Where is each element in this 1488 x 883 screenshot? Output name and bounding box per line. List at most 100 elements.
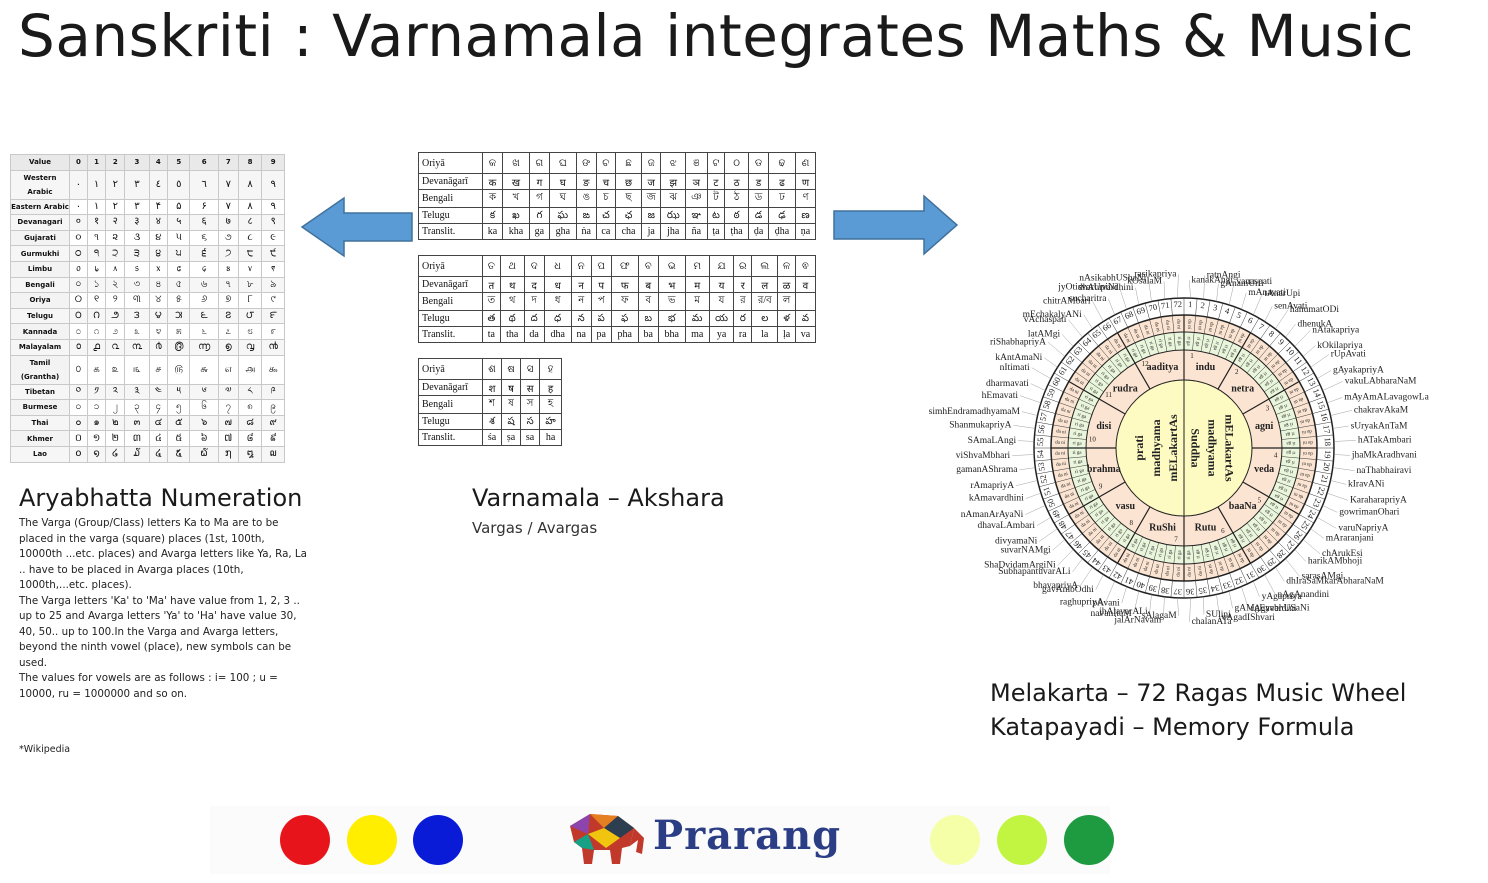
- swara-label: ri ga: [1084, 395, 1095, 404]
- raga-leader-line: [1021, 411, 1038, 416]
- numeral-glyph: ٠: [69, 169, 88, 200]
- script-letter: శ: [481, 413, 503, 430]
- raga-number: 8: [1267, 328, 1276, 339]
- swara-label: ri ga: [1268, 385, 1279, 394]
- script-letter: ଙ: [575, 152, 597, 174]
- raga-spoke: [1157, 300, 1168, 352]
- swara-label: da ni: [1154, 563, 1161, 574]
- script-letter: ଣ: [794, 152, 817, 174]
- script-row-label: Oriyā: [418, 358, 483, 380]
- swara-label: ri ga: [1204, 547, 1211, 558]
- script-letter: ḍa: [748, 223, 770, 240]
- swara-label: da ni: [1270, 526, 1281, 537]
- swara-label: da ni: [1113, 547, 1123, 559]
- script-letter: ঞ: [685, 189, 708, 208]
- raga-spoke: [1077, 341, 1115, 379]
- numeral-glyph: ໑: [86, 445, 107, 463]
- swara-label: da ni: [1302, 439, 1313, 444]
- raga-number: 2: [1200, 300, 1206, 310]
- script-letter: ত: [482, 292, 501, 311]
- script-letter: ఖ: [501, 207, 530, 224]
- raga-spoke: [1097, 528, 1128, 572]
- raga-name: kOkilapriya: [1317, 341, 1363, 351]
- raga-spoke: [1039, 473, 1090, 488]
- raga-name: gAyakapriyA: [1333, 366, 1384, 376]
- swara-label: ri ga: [1130, 348, 1139, 359]
- script-letter: ल: [751, 276, 779, 293]
- raga-leader-line: [1036, 517, 1052, 526]
- swara-label: ri ga: [1243, 358, 1253, 369]
- numeral-header-cell: 9: [261, 154, 285, 171]
- script-letter: भ: [657, 276, 686, 293]
- swara-label: ri ga: [1094, 379, 1105, 389]
- swara-label: ri ga: [1228, 348, 1237, 359]
- raga-name: hEmavati: [982, 391, 1019, 401]
- numeral-glyph: ௩: [124, 354, 150, 385]
- swara-label: ri ga: [1277, 484, 1288, 492]
- script-letter: ja: [641, 223, 662, 240]
- numeral-glyph: ២: [105, 430, 126, 447]
- script-letter: ట: [706, 207, 726, 224]
- aryabhatta-heading: Aryabhatta Numeration: [19, 484, 303, 512]
- raga-number: 58: [1041, 399, 1053, 410]
- suddha-madhyama-label: mELakartAs: [1222, 414, 1236, 482]
- numeral-glyph: ੧: [86, 245, 107, 262]
- raga-leader-line: [1019, 395, 1042, 404]
- swara-label: ri ga: [1107, 522, 1117, 533]
- script-letter: gha: [548, 223, 577, 240]
- raga-spoke: [1097, 324, 1128, 368]
- raga-name: vakuLAbharaNaM: [1345, 377, 1417, 387]
- raga-name: kOsalaM: [1127, 277, 1162, 287]
- numeral-glyph: ٤: [148, 169, 169, 200]
- script-letter: మ: [684, 310, 710, 327]
- raga-leader-line: [1095, 574, 1104, 590]
- numeral-glyph: ༣: [124, 383, 150, 401]
- number-ring: [1033, 297, 1335, 599]
- numeral-glyph: ٣: [124, 169, 150, 200]
- numeral-glyph: ०: [69, 214, 88, 231]
- numeral-glyph: ໕: [167, 445, 191, 463]
- script-letter: ଞ: [685, 152, 708, 174]
- raga-number: 1: [1188, 299, 1193, 309]
- numeral-glyph: ۶: [189, 198, 219, 216]
- swara-label: da ni: [1132, 328, 1141, 340]
- raga-name: kAntAmaNi: [995, 353, 1042, 363]
- swara-label: ri ga: [1168, 549, 1174, 559]
- numeral-glyph: ០: [69, 430, 88, 447]
- script-letter: డ: [748, 207, 770, 224]
- script-letter: র/ব: [751, 292, 779, 311]
- swara-label: ri ga: [1194, 337, 1200, 347]
- swara-label: da ni: [1187, 566, 1192, 577]
- numeral-glyph: ೩: [124, 323, 150, 340]
- script-letter: ষ: [501, 395, 522, 414]
- chakra-number: 2: [1235, 368, 1239, 376]
- swara-label: da ni: [1096, 534, 1107, 545]
- numeral-glyph: ૧: [86, 229, 107, 247]
- swara-label: ri ga: [1115, 528, 1125, 539]
- raga-spoke: [1087, 522, 1122, 564]
- script-letter: య: [708, 310, 735, 327]
- swara-label: ri ga: [1251, 521, 1261, 532]
- script-letter: [794, 292, 817, 311]
- script-letter: dha: [543, 326, 572, 343]
- swara-label: ri ga: [1273, 394, 1284, 403]
- numeral-glyph: ๗: [217, 414, 239, 432]
- raga-spoke: [1042, 396, 1092, 415]
- numeral-glyph: ၆: [189, 399, 219, 416]
- script-letter: থ: [499, 292, 525, 311]
- raga-leader-line: [1285, 324, 1296, 338]
- page-title: Sanskriti : Varnamala integrates Maths &…: [18, 2, 1415, 70]
- script-letter: న: [570, 310, 592, 327]
- raga-leader-line: [1105, 580, 1115, 603]
- raga-leader-line: [1310, 528, 1324, 539]
- script-letter: ఫ: [610, 310, 639, 327]
- swara-label: ri ga: [1177, 550, 1182, 560]
- raga-number: 39: [1148, 583, 1158, 595]
- raga-leader-line: [1216, 594, 1220, 618]
- numeral-glyph: ᥇: [86, 260, 107, 278]
